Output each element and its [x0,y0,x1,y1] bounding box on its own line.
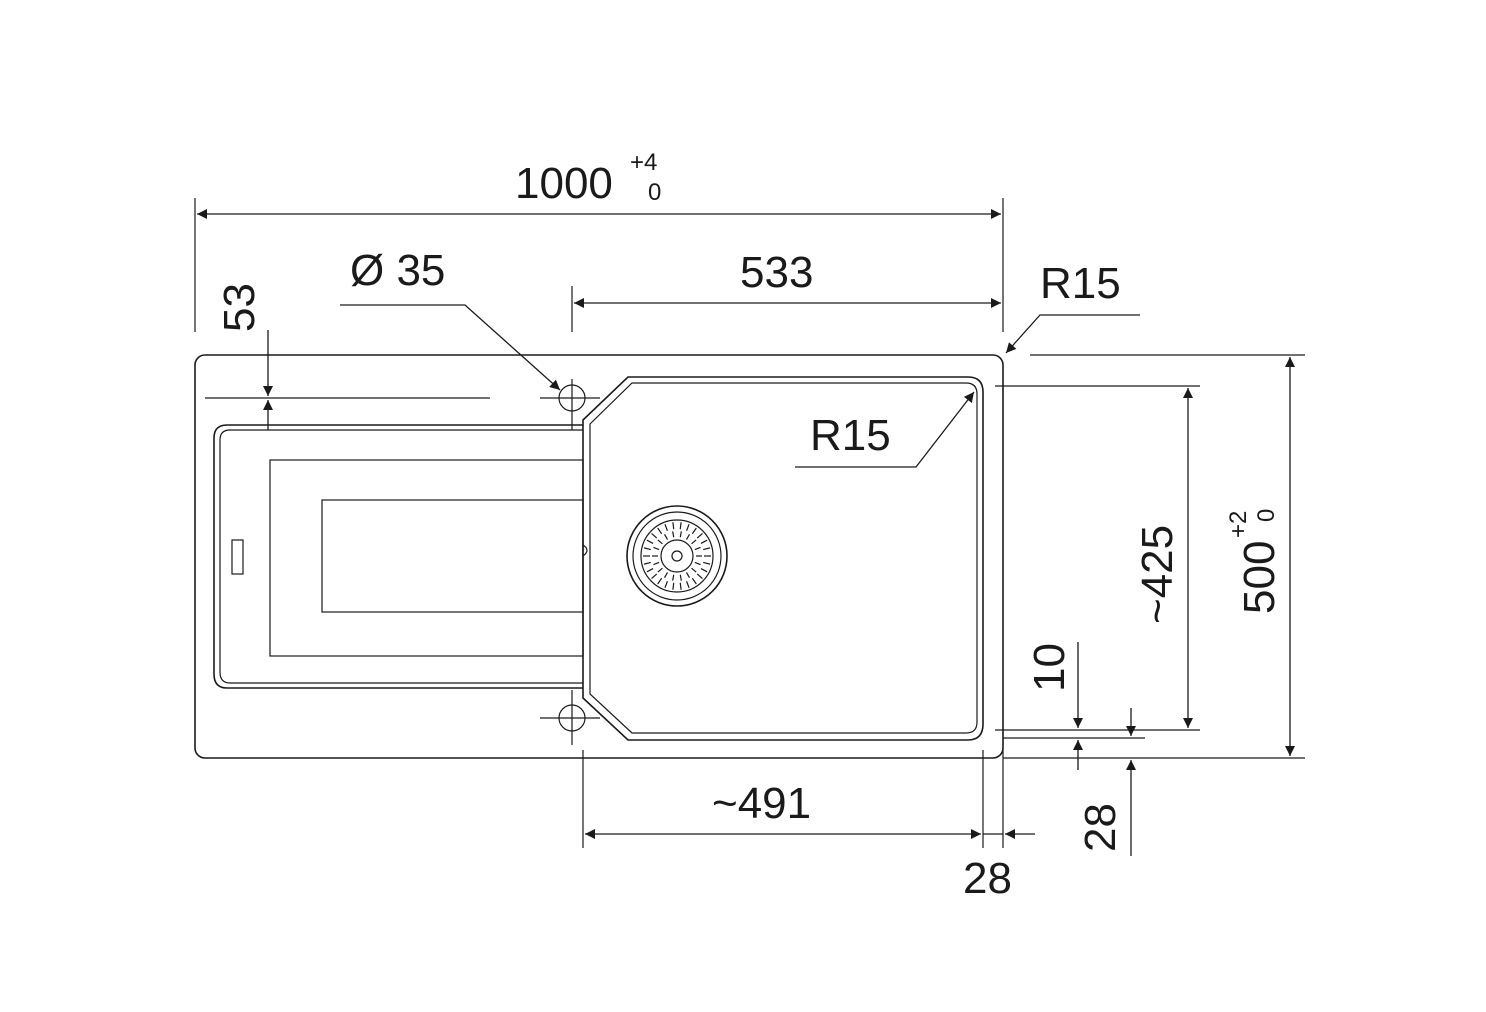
label-bowl-depth: ~425 [1133,525,1182,624]
strainer-slot [686,523,690,531]
strainer-slot [696,573,703,579]
strainer-slot [691,539,697,545]
label-rim-right: 28 [963,854,1012,903]
strainer-slot [664,581,668,589]
label-tap-hole-offset: 53 [215,283,264,332]
strainer-slot [700,539,708,544]
tap-hole-lower [540,690,600,745]
label-overall-width-tol-upper: +4 [630,149,657,176]
label-tap-hole-diameter: Ø 35 [350,246,445,295]
strainer-slot [643,561,651,565]
drain-strainer [626,505,728,607]
strainer-slot [696,533,703,539]
label-rim-bottom: 28 [1076,803,1125,852]
sink-outline [194,354,1004,759]
strainer-slot [663,534,669,540]
dimension-lines [197,209,1295,856]
strainer-slot [657,539,663,545]
strainer-slot [657,577,663,585]
label-overall-width: 1000 [515,159,613,208]
strainer-slot [663,572,669,578]
strainer-slot [643,547,651,551]
extension-lines [194,198,1305,848]
strainer-slot [685,572,691,578]
strainer-slot [672,531,675,538]
strainer-slot [646,539,654,544]
leader-lines [340,304,1140,468]
strainer-slot [679,582,682,590]
strainer-slot [657,567,663,573]
strainer-slot [653,546,660,551]
strainer-slot [672,574,675,581]
strainer-slot [657,527,663,535]
label-bowl-radius: R15 [810,411,891,460]
label-bowl-offset-width: 533 [740,248,813,297]
strainer-slot [691,567,697,573]
strainer-slot [664,523,668,531]
drainer-board [205,397,584,689]
strainer-slot [672,522,675,530]
label-rim-inner: 10 [1025,643,1074,692]
strainer-slot [703,547,711,551]
label-overall-width-tol-lower: 0 [648,179,661,206]
tap-hole-upper [540,379,600,430]
main-bowl [582,376,984,741]
strainer-slot [691,527,697,535]
label-overall-depth-tol-lower: 0 [1253,509,1280,522]
sink-outer-edge [194,354,1004,759]
strainer-slot [694,561,701,566]
strainer-slot [651,533,658,539]
strainer-slot [694,546,701,551]
label-overall-depth-tol-upper: +2 [1225,511,1252,538]
strainer-slot [653,561,660,566]
label-bowl-width: ~491 [712,779,811,828]
strainer-slot [679,574,682,581]
dimension-labels: 1000 +4 0 Ø 35 533 R15 R15 ~491 28 53 ~4… [215,149,1284,903]
strainer-slot [703,561,711,565]
strainer-slot [685,534,691,540]
strainer-slot [646,568,654,573]
label-outer-radius: R15 [1040,259,1121,308]
strainer-slot [679,531,682,538]
strainer-slot [700,568,708,573]
strainer-slot [651,573,658,579]
strainer-slot [679,522,682,530]
strainer-slot [686,581,690,589]
overflow-slot [231,539,244,575]
strainer-slot [672,582,675,590]
label-overall-depth: 500 [1235,541,1284,614]
strainer-slot [691,577,697,585]
